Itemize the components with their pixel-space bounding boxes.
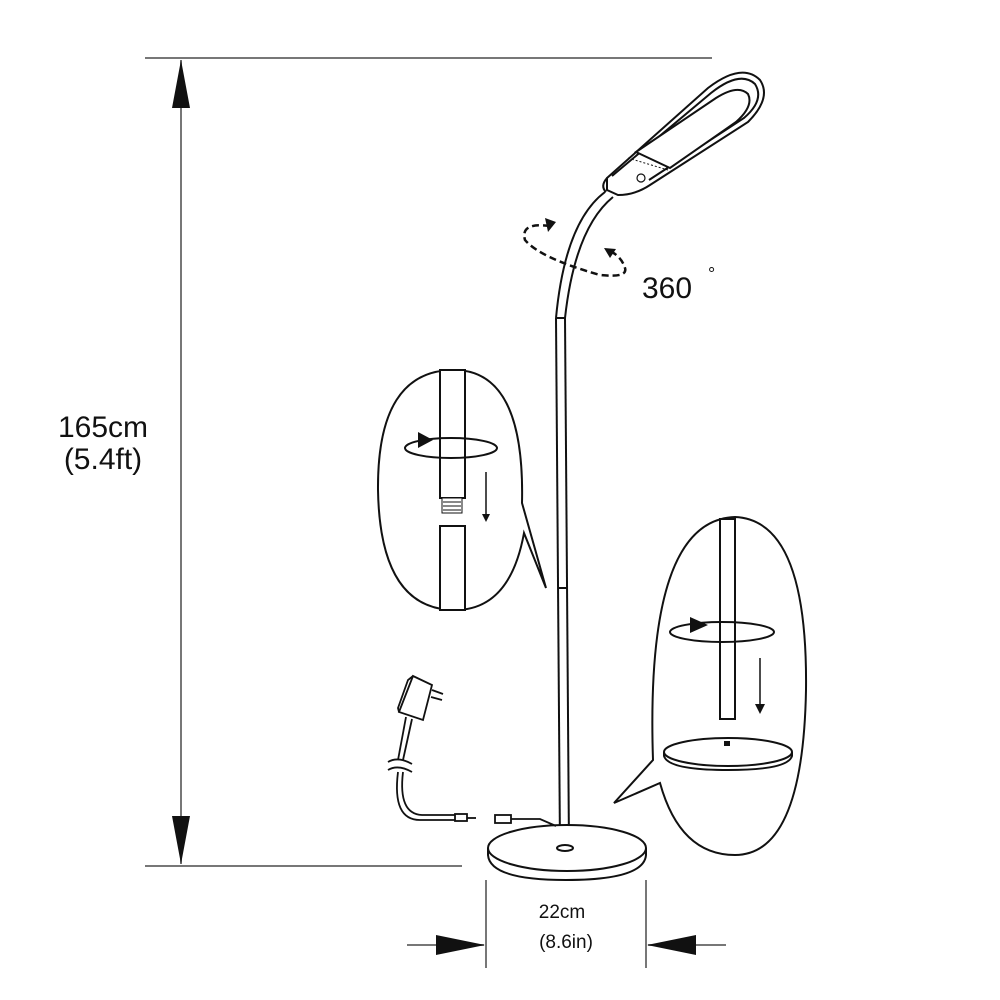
dc-cable: [387, 716, 557, 827]
arrow-right-icon: [436, 935, 485, 955]
gooseneck: [555, 191, 614, 319]
rotate-arrow-icon: [418, 432, 433, 448]
height-dimension: 165cm (5.4ft): [40, 57, 712, 867]
arrow-down-icon: [482, 514, 490, 522]
rotation-unit-label: °: [708, 264, 715, 284]
pole: [555, 317, 570, 849]
pole-joint-callout: [376, 368, 547, 612]
rotate-arrow-icon: [545, 218, 556, 232]
base: [487, 824, 647, 882]
width-dimension: 22cm (8.6in): [407, 880, 726, 968]
height-imperial-label: (5.4ft): [64, 443, 142, 476]
base-callout: [613, 515, 808, 857]
arrow-down-icon: [172, 816, 190, 864]
rotate-arrow-icon: [690, 617, 708, 633]
arrow-down-icon: [755, 704, 765, 714]
power-adapter: [397, 674, 444, 722]
arrow-left-icon: [647, 935, 696, 955]
width-metric-label: 22cm: [539, 902, 585, 923]
lamp-head: [602, 71, 765, 197]
rotate-arrow-icon: [604, 248, 616, 258]
rotation-indicator: [523, 218, 627, 277]
width-imperial-label: (8.6in): [539, 932, 593, 953]
rotation-value-label: 360: [642, 272, 692, 305]
height-metric-label: 165cm: [58, 411, 148, 444]
arrow-up-icon: [172, 60, 190, 108]
